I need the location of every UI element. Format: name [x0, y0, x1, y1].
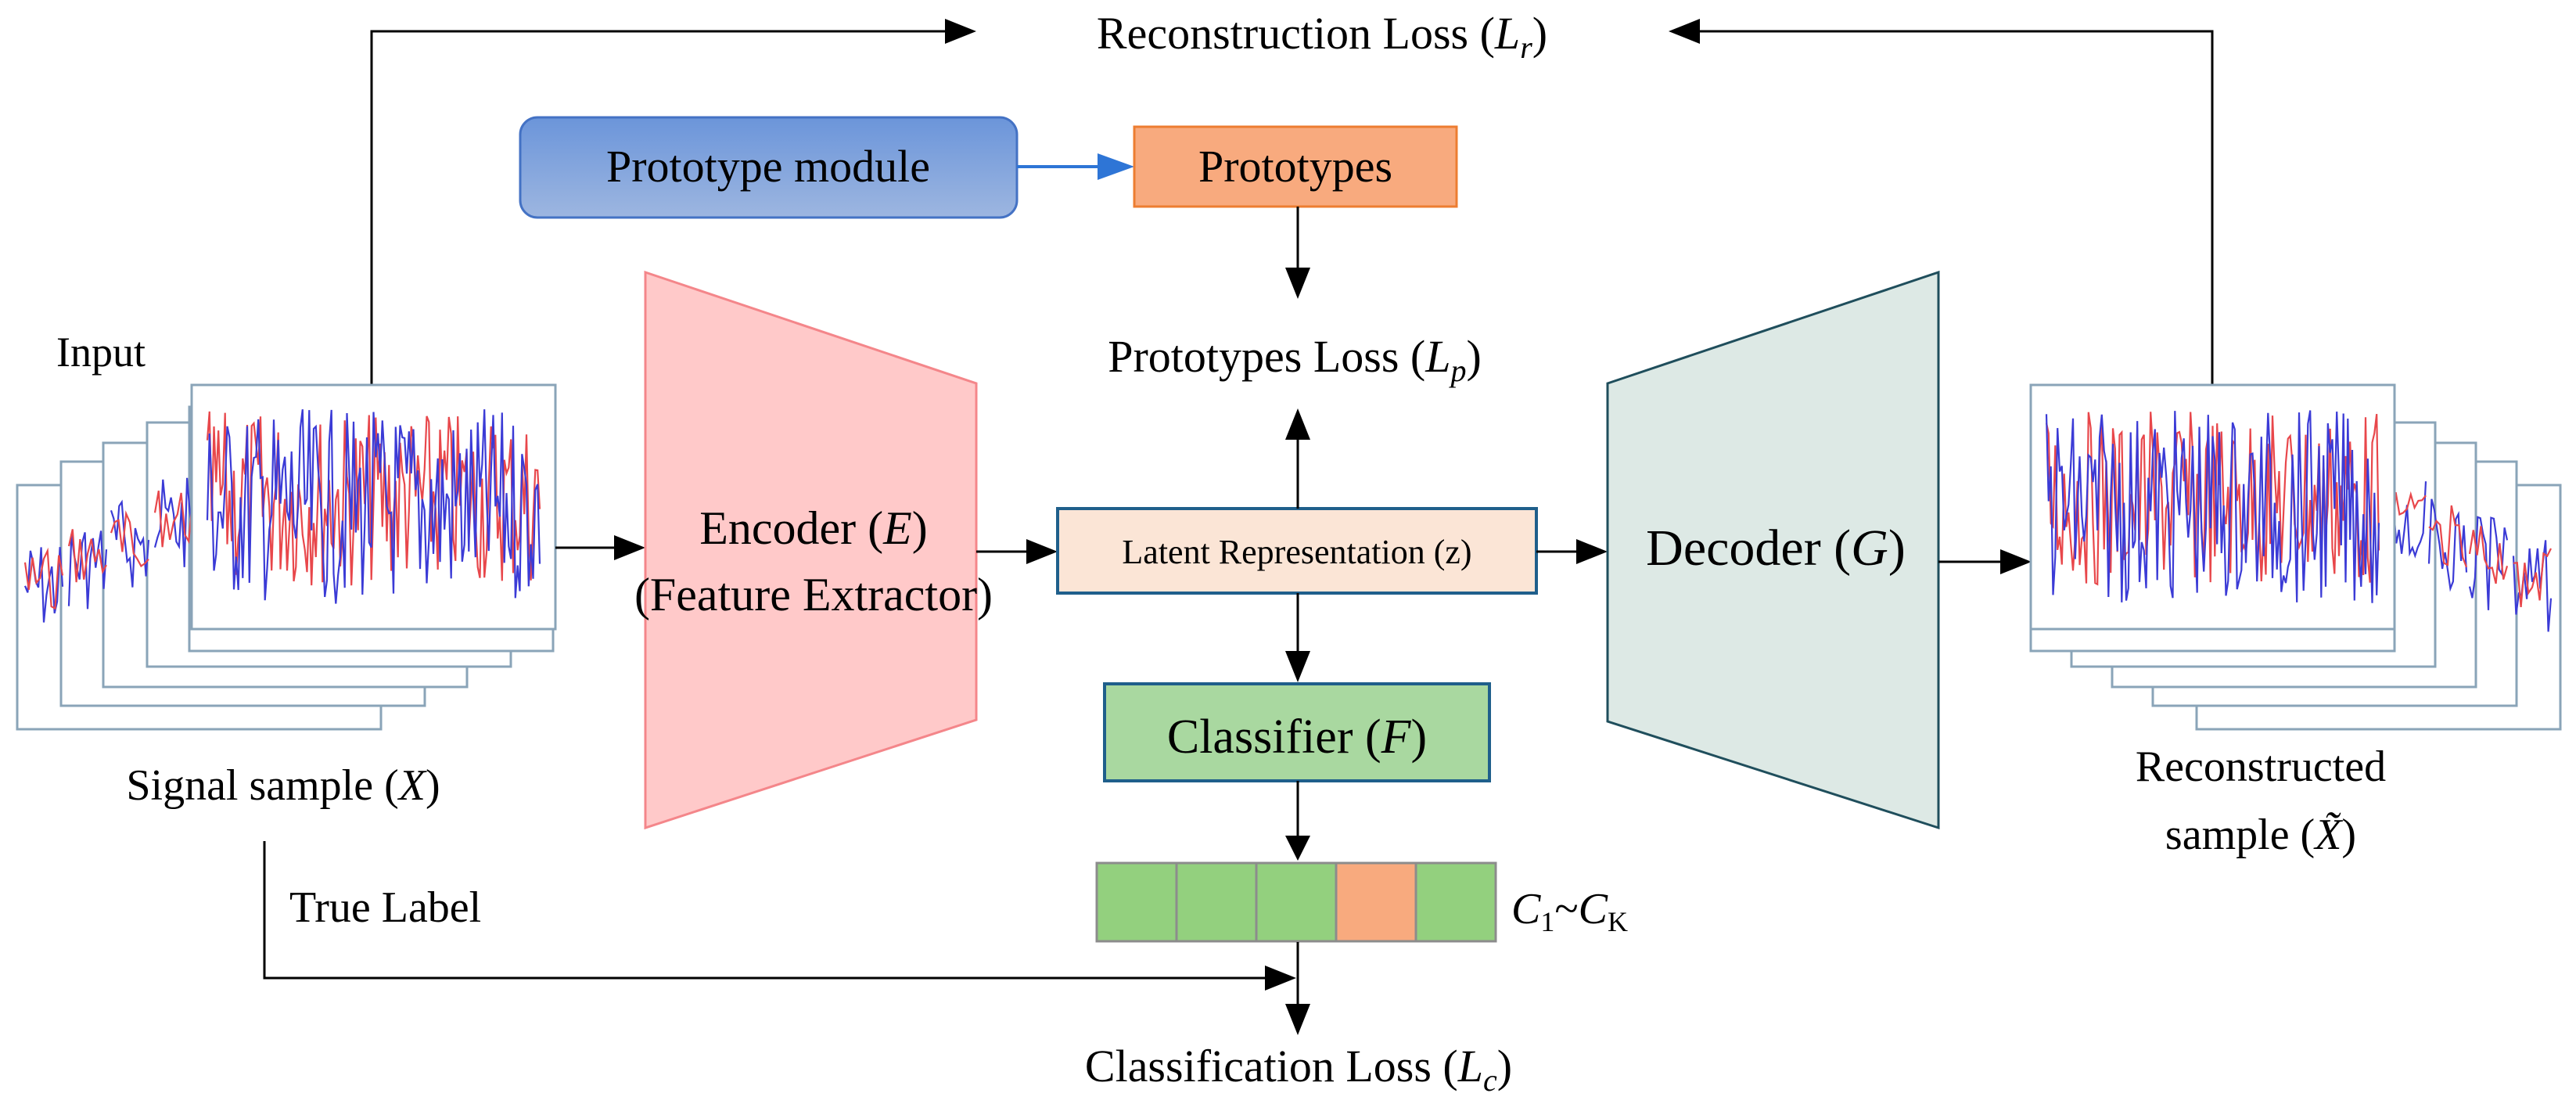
class-cell [1335, 861, 1417, 943]
signal-trace-back [23, 547, 64, 623]
input-signal-stack [16, 383, 557, 731]
signal-trace-back [2512, 540, 2553, 632]
output-to-reconstruction-arrowhead [1669, 19, 1700, 44]
encoder-to-latent-arrowhead [1026, 539, 1058, 564]
prototypes-label: Prototypes [1198, 141, 1392, 192]
class-cell [1175, 861, 1258, 943]
signal-trace-back [110, 499, 150, 588]
latent-to-decoder-arrowhead [1576, 539, 1608, 564]
latent-to-classifier-arrowhead [1285, 651, 1310, 682]
latent-label: Latent Representation (z) [1122, 533, 1471, 571]
class-output-vector [1095, 861, 1497, 943]
classifier-to-output-arrowhead [1285, 836, 1310, 861]
decoder-trapezoid [1606, 270, 1940, 830]
decoder-to-output-arrowhead [2000, 549, 2032, 574]
prototypes-to-loss-arrowhead [1285, 268, 1310, 299]
encoder-trapezoid [644, 270, 978, 830]
prototypes-loss-label: Prototypes Loss (Lp) [1108, 331, 1482, 388]
latent-to-prototypes-loss-arrowhead [1285, 408, 1310, 440]
signal-trace-back [67, 529, 108, 610]
input-to-encoder-arrowhead [614, 535, 645, 560]
decoder-label: Decoder (G) [1646, 520, 1906, 577]
class-range-label: C1~CK [1511, 885, 1628, 937]
encoder-sublabel: (Feature Extractor) [634, 569, 993, 620]
classification-loss-label: Classification Loss (Lc) [1085, 1041, 1512, 1098]
signal-trace-front [206, 409, 541, 604]
classifier-label: Classifier (F) [1167, 710, 1427, 764]
reconstructed-label: Reconstructed [2136, 743, 2386, 791]
class-cell [1255, 861, 1338, 943]
signal-trace-back [153, 477, 194, 567]
output-to-reconstruction-arrow [1698, 30, 2214, 387]
output-signal-stack [2029, 383, 2562, 731]
class-cell [1095, 861, 1178, 943]
true-label-arrow [263, 841, 1267, 980]
input-to-reconstruction-arrow [370, 30, 970, 387]
prototype-module-label: Prototype module [606, 141, 930, 192]
signal-trace-back [2427, 498, 2468, 592]
input-label: Input [56, 329, 146, 376]
reconstructed-sample-label: sample (X̃) [2165, 811, 2356, 859]
module-to-prototypes-arrowhead [1098, 153, 1134, 180]
signal-trace-back [2468, 516, 2509, 610]
signal-trace-front [2045, 410, 2380, 603]
input-to-reconstruction-arrowhead [945, 19, 976, 44]
true-label-text: True Label [289, 883, 481, 932]
prototypes-box [1133, 125, 1458, 208]
reconstruction-loss-label: Reconstruction Loss (Lr) [1097, 8, 1547, 65]
true-label-arrowhead [1265, 966, 1296, 991]
class-cell [1414, 861, 1497, 943]
output-to-classification-loss-arrowhead [1285, 1004, 1310, 1035]
signal-sample-label: Signal sample (X) [126, 761, 440, 810]
encoder-label: Encoder (E) [699, 502, 928, 554]
classifier-box [1103, 682, 1491, 782]
